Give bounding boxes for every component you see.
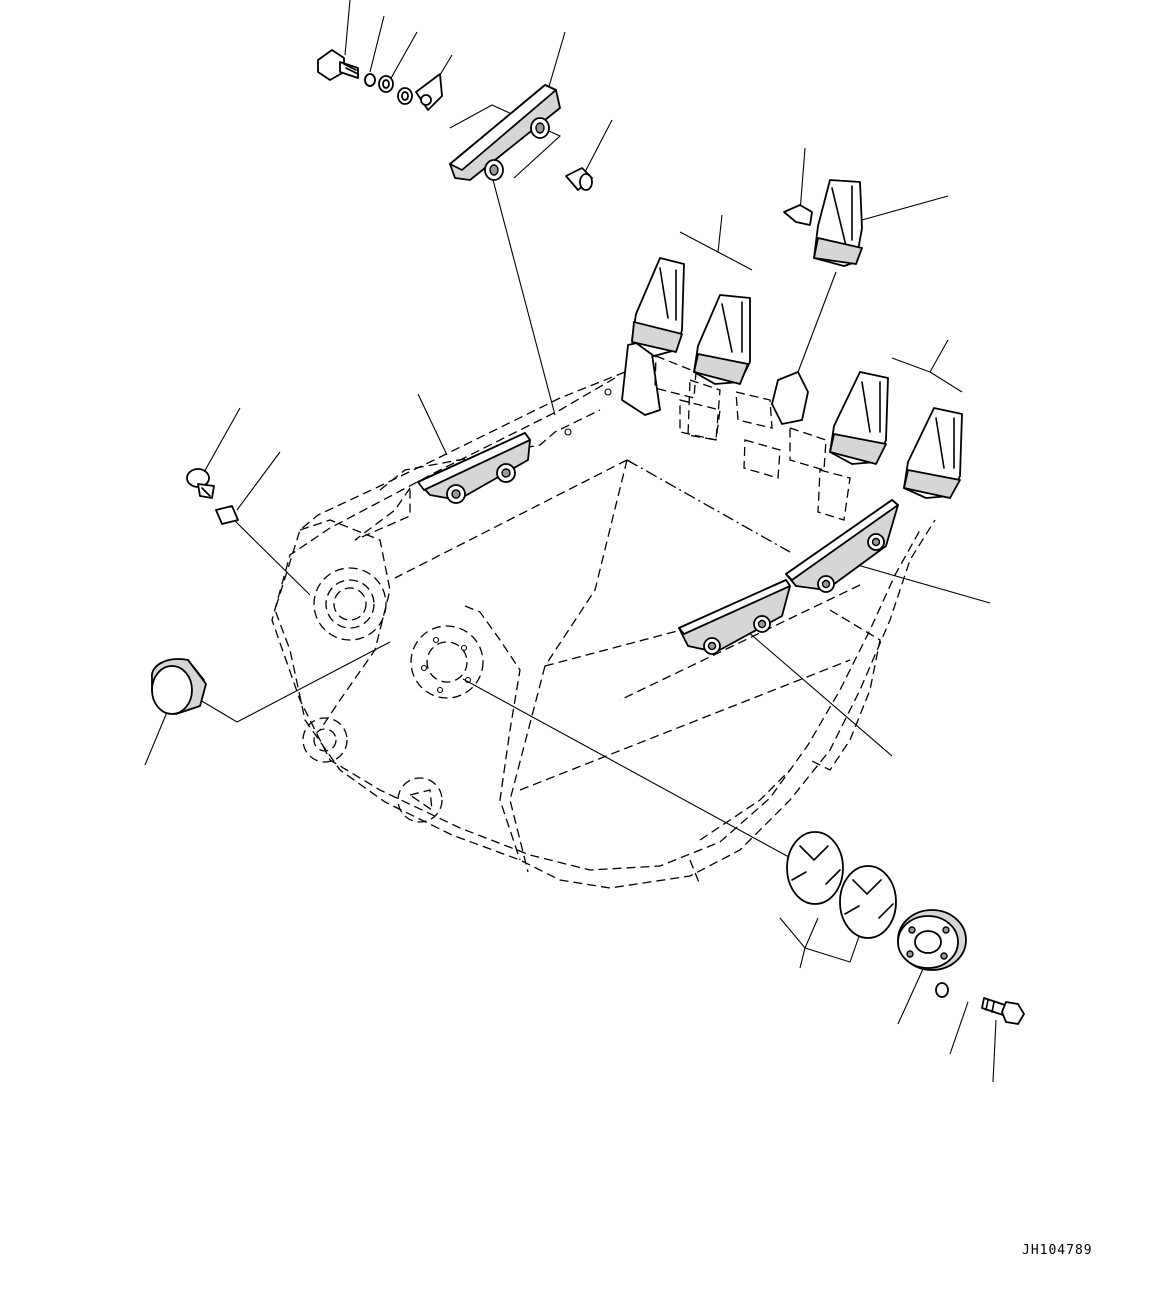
plug [215, 505, 239, 525]
side-cutter-segments [654, 355, 827, 479]
top-bolt [317, 49, 359, 81]
shim-2 [839, 865, 897, 939]
side-wear-plate-left [417, 432, 531, 504]
spacer-bolt [981, 997, 1025, 1025]
spare-tooth-lock [783, 204, 813, 226]
spare-tooth-point [813, 179, 863, 267]
shim-1 [786, 831, 844, 905]
top-nut [397, 87, 413, 105]
top-wear-plate [449, 84, 561, 181]
dust-cap [151, 658, 207, 715]
grease-fitting [186, 468, 215, 499]
spacer-washer [935, 982, 949, 998]
tooth-3 [817, 371, 889, 521]
top-clip [415, 73, 443, 111]
tooth-4 [903, 407, 963, 499]
bucket-body [271, 371, 936, 889]
wear-plate-right-lower [678, 579, 791, 655]
tooth-1 [621, 257, 685, 416]
leader-lines [144, 0, 997, 1083]
tooth-2 [687, 294, 751, 441]
top-washer-2 [378, 75, 394, 93]
top-pin [565, 167, 593, 191]
spacer-plate [897, 909, 967, 971]
wear-plate-right-upper [785, 499, 899, 593]
drawing-id-label: JH104789 [1022, 1243, 1093, 1258]
top-washer-1 [364, 73, 376, 87]
